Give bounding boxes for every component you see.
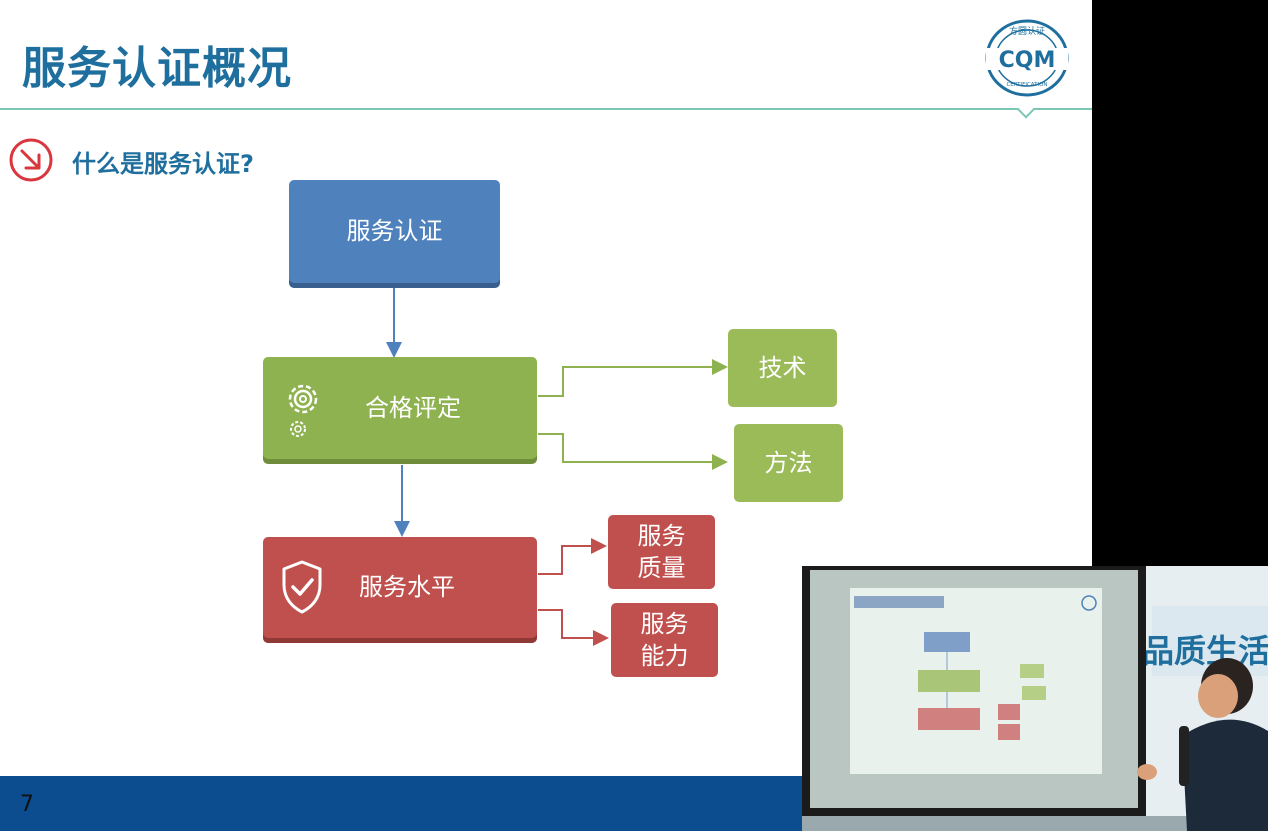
node-method: 方法 (734, 424, 843, 502)
banner-text: 品质生活 (1142, 632, 1268, 670)
node-conformity-assessment: 合格评定 (263, 357, 537, 459)
arrow-down-right-icon (9, 138, 53, 182)
page-title: 服务认证概况 (22, 43, 292, 94)
node-service-capability-label: 服务 能力 (640, 609, 689, 670)
title-divider (0, 108, 1092, 110)
node-service-level-label: 服务水平 (359, 573, 455, 602)
video-inset: 品质生活 (802, 566, 1268, 831)
cqm-logo: 方圆认证 CQM CERTIFICATION (985, 19, 1069, 97)
node-conformity-assessment-label: 合格评定 (365, 393, 461, 422)
node-service-certification-label: 服务认证 (346, 217, 443, 246)
page-number: 7 (20, 792, 34, 817)
node-service-level: 服务水平 (263, 537, 537, 638)
node-technology: 技术 (728, 329, 837, 407)
node-service-capability: 服务 能力 (611, 603, 718, 677)
logo-ring-top: 方圆认证 (1009, 25, 1045, 37)
logo-text: CQM (999, 48, 1056, 73)
shield-check-icon (282, 560, 322, 614)
logo-ring-bottom: CERTIFICATION (1006, 82, 1047, 88)
divider-notch (1017, 101, 1035, 119)
gears-icon (288, 384, 318, 437)
node-technology-label: 技术 (758, 353, 807, 382)
question-heading: 什么是服务认证? (72, 150, 254, 178)
node-service-quality-label: 服务 质量 (637, 521, 686, 582)
node-service-certification: 服务认证 (289, 180, 500, 283)
node-method-label: 方法 (764, 448, 813, 477)
node-service-quality: 服务 质量 (608, 515, 715, 589)
slide: 服务认证概况 方圆认证 CQM CERTIFICATION 什么是服务认证? 服… (0, 0, 1092, 831)
presenter-photo: 品质生活 (802, 566, 1268, 831)
